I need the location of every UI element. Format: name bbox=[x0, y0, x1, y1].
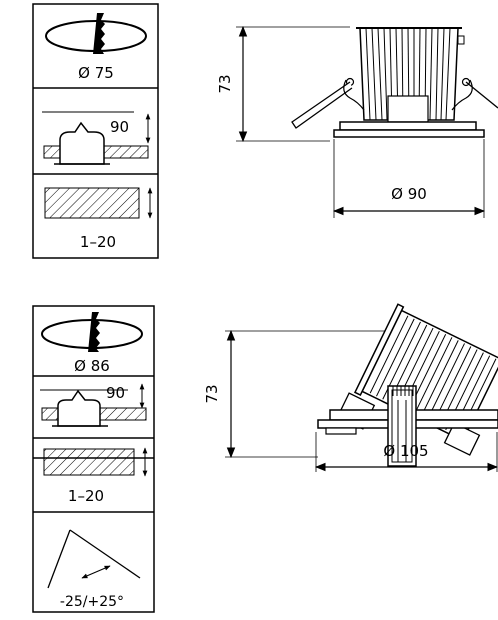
top-ceiling-label: 1–20 bbox=[80, 233, 116, 251]
top-height-label: 73 bbox=[216, 74, 234, 93]
bottom-ceiling-label: 1–20 bbox=[68, 487, 104, 505]
top-cutout-label: Ø 75 bbox=[78, 64, 114, 82]
bottom-spec-panel: Ø 86 90 1–20 -25/+25° bbox=[32, 305, 155, 613]
bottom-height-label: 73 bbox=[203, 384, 221, 403]
bottom-fixture-drawing bbox=[225, 303, 498, 472]
top-fixture-drawing bbox=[236, 25, 498, 218]
ceiling-thickness-icon bbox=[44, 187, 153, 219]
top-depth-label: 90 bbox=[110, 118, 129, 136]
cutout-ellipse-icon bbox=[45, 13, 147, 54]
cutout-ellipse-icon bbox=[41, 312, 143, 352]
bottom-cutout-label: Ø 86 bbox=[74, 357, 110, 375]
bottom-depth-label: 90 bbox=[106, 384, 125, 402]
bottom-width-label: Ø 105 bbox=[383, 442, 428, 460]
top-spec-panel: Ø 75 90 1–20 bbox=[32, 3, 159, 259]
tilt-angle-icon bbox=[47, 529, 141, 589]
recess-depth-icon bbox=[40, 383, 147, 427]
recess-depth-icon bbox=[42, 111, 151, 165]
ceiling-thickness-icon bbox=[43, 447, 148, 477]
bottom-tilt-label: -25/+25° bbox=[60, 594, 124, 610]
top-width-label: Ø 90 bbox=[391, 185, 427, 203]
